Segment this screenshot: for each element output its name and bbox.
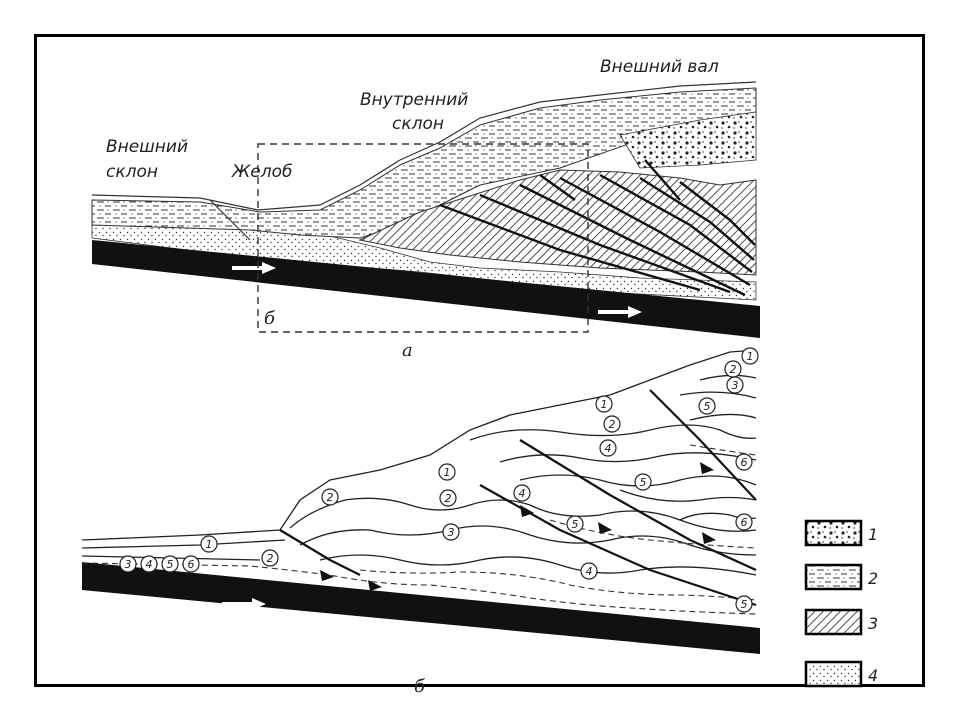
- unit-marker-number: 6: [188, 558, 195, 571]
- unit-marker-number: 5: [167, 558, 174, 571]
- caption-a: а: [402, 340, 413, 361]
- unit-marker-circle: [200, 535, 218, 553]
- legend-swatch-1: [804, 519, 863, 547]
- legend-swatch-2: [804, 563, 863, 591]
- unit-marker-circle: [140, 555, 158, 573]
- unit-marker-number: 3: [732, 379, 739, 392]
- conglomerate-cap: [619, 111, 757, 169]
- panel-a-section: Внешний склон Желоб Внутренний склон Вне…: [91, 57, 760, 361]
- label-inner-slope-line2: склон: [392, 114, 444, 134]
- unit-marker-number: 2: [609, 418, 616, 431]
- unit-marker-circle: [741, 347, 759, 365]
- label-outer-slope-line2: склон: [106, 162, 158, 182]
- legend-label-3: 3: [868, 614, 878, 633]
- label-inner-slope-line1: Внутренний: [360, 90, 468, 110]
- unit-marker-number: 5: [704, 400, 711, 413]
- arrow-a-left: [232, 262, 276, 274]
- unit-marker-circle: [442, 523, 460, 541]
- unit-marker-circle: [182, 555, 200, 573]
- unit-marker-number: 5: [572, 518, 579, 531]
- unit-marker-number: 5: [741, 598, 748, 611]
- unit-marker-circle: [735, 453, 753, 471]
- unit-marker-number: 4: [605, 442, 612, 455]
- subducting-slab-a: [92, 240, 760, 338]
- legend-swatch-4: [804, 660, 863, 688]
- unit-marker-circle: [438, 463, 456, 481]
- unit-marker-circle: [735, 513, 753, 531]
- unit-marker-number: 6: [741, 516, 748, 529]
- surface-lines-a: [91, 81, 757, 241]
- unit-marker-circle: [321, 488, 339, 506]
- silt-cover: [91, 87, 757, 239]
- caption-b: б: [414, 676, 426, 697]
- legend-label-1: 1: [868, 525, 878, 544]
- hatched-wedge: [358, 169, 757, 276]
- unit-marker-number: 5: [640, 476, 647, 489]
- unit-marker-circle: [603, 415, 621, 433]
- inset-box: [257, 143, 589, 333]
- unit-marker-number: 6: [741, 456, 748, 469]
- arrow-b-right: [588, 641, 632, 653]
- unit-marker-circle: [726, 376, 744, 394]
- unit-marker-number: 4: [146, 558, 153, 571]
- inset-label: б: [264, 308, 276, 329]
- unit-marker-number: 2: [445, 492, 452, 505]
- unit-marker-number: 2: [327, 491, 334, 504]
- unit-marker-circle: [599, 439, 617, 457]
- legend-label-2: 2: [868, 569, 878, 588]
- unit-marker-circle: [580, 562, 598, 580]
- unit-marker-number: 1: [747, 350, 754, 363]
- arrow-a-right: [598, 306, 642, 318]
- unit-marker-number: 1: [206, 538, 213, 551]
- unit-marker-number: 4: [586, 565, 593, 578]
- unit-marker-circle: [513, 484, 531, 502]
- unit-marker-circle: [439, 489, 457, 507]
- unit-marker-circle: [566, 515, 584, 533]
- unit-marker-circle: [595, 395, 613, 413]
- label-outer-ridge: Внешний вал: [600, 57, 719, 77]
- unit-marker-circle: [161, 555, 179, 573]
- unit-marker-number: 4: [519, 487, 526, 500]
- legend: 1 2 3 4: [804, 519, 878, 688]
- unit-marker-number: 3: [125, 558, 132, 571]
- unit-marker-number: 2: [267, 552, 274, 565]
- label-trench: Желоб: [231, 162, 293, 182]
- folded-layers-b: [81, 349, 757, 576]
- legend-swatch-3: [804, 608, 863, 636]
- faults-b: [279, 389, 757, 607]
- thrust-faults-a: [439, 159, 756, 297]
- unit-marker-circle: [698, 397, 716, 415]
- subducting-slab-b: [82, 562, 760, 654]
- unit-marker-number: 1: [601, 398, 608, 411]
- unit-marker-circle: [261, 549, 279, 567]
- fault-arrows-b: [320, 462, 716, 591]
- unit-marker-number: 2: [730, 363, 737, 376]
- unit-marker-number: 1: [444, 466, 451, 479]
- legend-label-4: 4: [868, 666, 878, 685]
- unit-marker-circle: [735, 595, 753, 613]
- arrow-b-left: [222, 598, 266, 610]
- unit-marker-circle: [119, 555, 137, 573]
- unit-marker-number: 3: [448, 526, 455, 539]
- label-outer-slope-line1: Внешний: [106, 137, 188, 157]
- unit-marker-circle: [634, 473, 652, 491]
